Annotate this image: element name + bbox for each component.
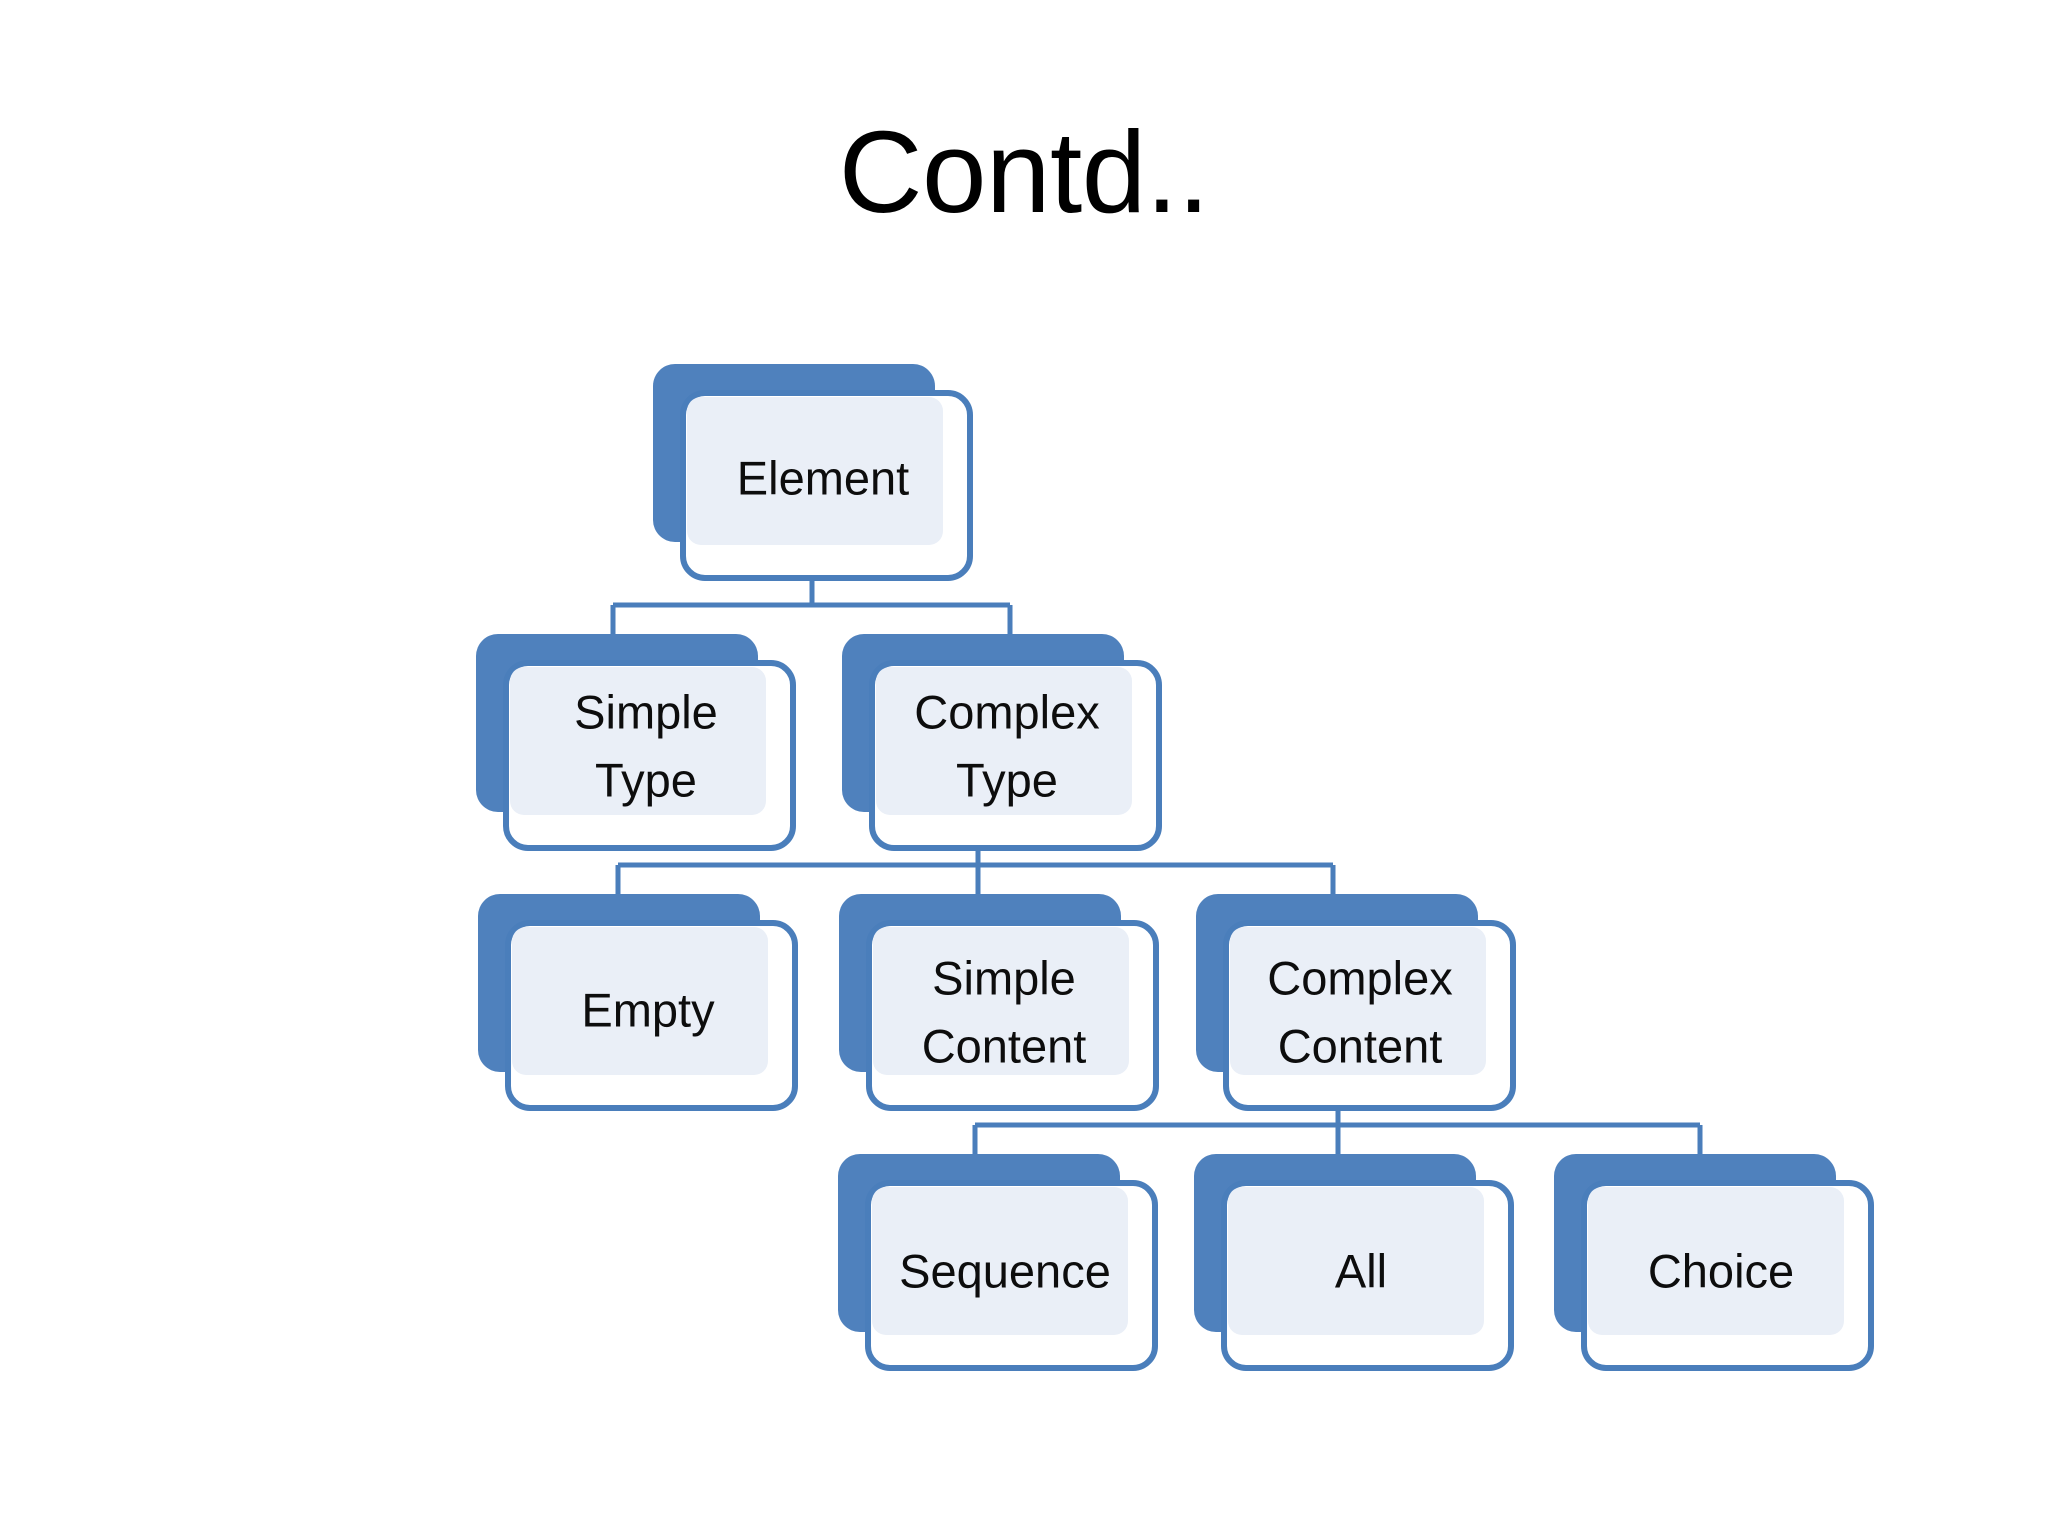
node-complex-content-inner-fill: [1230, 927, 1486, 1075]
node-simple-type-inner-fill: [510, 667, 766, 815]
node-choice[interactable]: Choice: [1554, 1154, 1874, 1371]
node-complex-type-label-line2: Type: [956, 753, 1058, 806]
node-simple-type-label-line1: Simple: [574, 685, 718, 738]
node-simple-type[interactable]: Simple Type: [476, 634, 796, 851]
node-empty-label: Empty: [581, 983, 715, 1036]
page-title: Contd..: [838, 107, 1210, 237]
node-all[interactable]: All: [1194, 1154, 1514, 1371]
connector-element-to-row1: [610, 578, 1013, 638]
node-element-label: Element: [737, 451, 909, 504]
node-all-label: All: [1335, 1244, 1387, 1297]
node-complex-type-label-line1: Complex: [914, 685, 1099, 738]
connector-complextype-to-row2: [615, 838, 1336, 898]
node-choice-inner-fill: [1588, 1187, 1844, 1335]
node-simple-content-label-line1: Simple: [932, 951, 1076, 1004]
node-complex-content[interactable]: Complex Content: [1196, 894, 1516, 1111]
node-sequence-label: Sequence: [899, 1244, 1111, 1297]
node-complex-type-inner-fill: [876, 667, 1132, 815]
node-element-inner-fill: [687, 397, 943, 545]
node-choice-label: Choice: [1648, 1244, 1794, 1297]
node-complex-type[interactable]: Complex Type: [842, 634, 1162, 851]
connector-complexcontent-to-row3: [972, 1098, 1703, 1158]
node-simple-content-inner-fill: [873, 927, 1129, 1075]
node-element[interactable]: Element: [653, 364, 973, 581]
node-complex-content-label-line2: Content: [1278, 1019, 1443, 1072]
node-complex-content-label-line1: Complex: [1267, 951, 1452, 1004]
node-simple-type-label-line2: Type: [595, 753, 697, 806]
node-empty-inner-fill: [512, 927, 768, 1075]
node-simple-content[interactable]: Simple Content: [839, 894, 1159, 1111]
node-sequence-inner-fill: [872, 1187, 1128, 1335]
node-all-inner-fill: [1228, 1187, 1484, 1335]
node-empty[interactable]: Empty: [478, 894, 798, 1111]
node-simple-content-label-line2: Content: [922, 1019, 1087, 1072]
node-sequence[interactable]: Sequence: [838, 1154, 1158, 1371]
connector-layer: [610, 578, 1703, 1158]
